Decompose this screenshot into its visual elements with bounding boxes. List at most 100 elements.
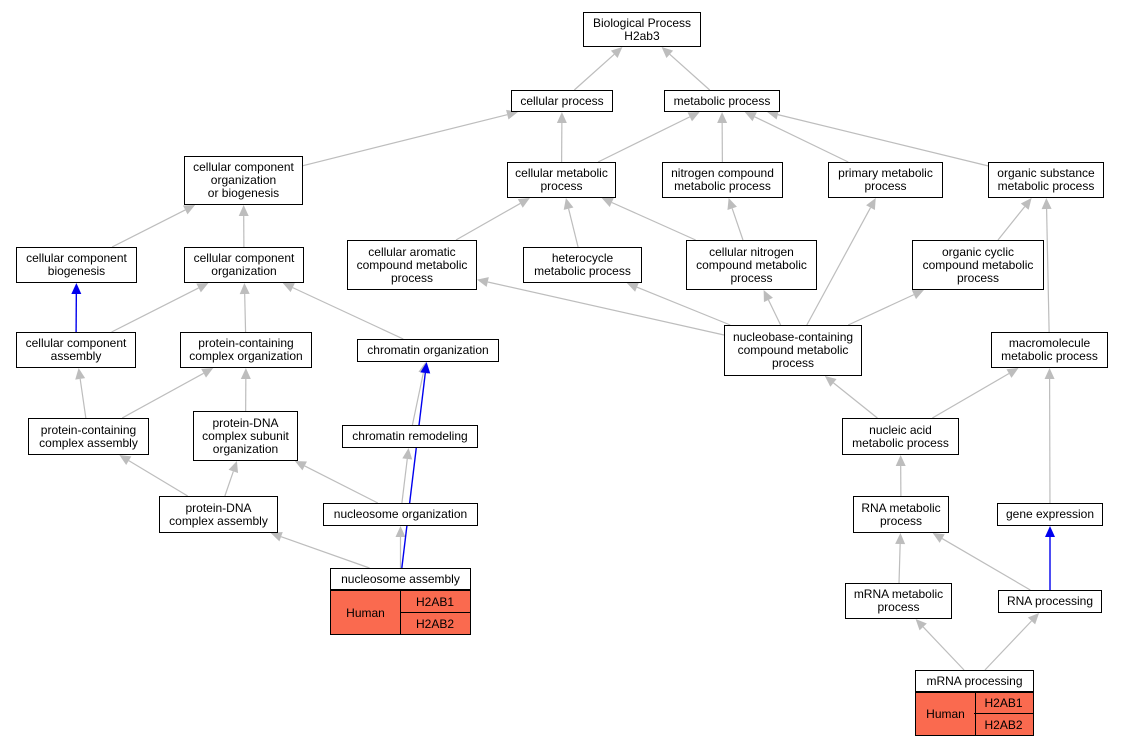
edge-line (487, 281, 725, 336)
node-cellular-aromatic-compound-metabolic-process[interactable]: cellular aromatic compound metabolic pro… (347, 240, 477, 290)
edge-line (302, 114, 508, 167)
node-cellular-process[interactable]: cellular process (511, 90, 613, 112)
node-mrna-processing[interactable]: mRNA processing (915, 670, 1034, 692)
node-nucleic-acid-metabolic-process[interactable]: nucleic acid metabolic process (842, 418, 959, 455)
edge-line (833, 382, 878, 419)
edge-arrowhead (610, 47, 623, 59)
edge-line (636, 286, 731, 326)
edge-arrowhead (687, 112, 700, 122)
gene-cell: H2AB1 (974, 693, 1033, 714)
edge-line (401, 372, 426, 569)
edge-arrowhead (420, 362, 431, 374)
node-cellular-component-biogenesis[interactable]: cellular component biogenesis (16, 247, 137, 283)
node-nucleobase-containing-compound-metabolic-process[interactable]: nucleobase-containing compound metabolic… (724, 325, 862, 376)
edge-line (1045, 208, 1050, 333)
edge-line (411, 372, 424, 426)
edge-line (997, 206, 1026, 241)
edge-line (111, 287, 199, 333)
node-rna-processing[interactable]: RNA processing (998, 590, 1102, 613)
node-gene-expression[interactable]: gene expression (997, 503, 1103, 526)
gene-cell: H2AB1 (400, 591, 470, 613)
edge-arrowhead (71, 283, 82, 295)
edge-arrowhead (911, 290, 924, 300)
node-cellular-component-assembly[interactable]: cellular component assembly (16, 332, 136, 368)
annotation-table-mrna-processing: Human H2AB1 H2AB2 (915, 692, 1034, 736)
edge-line (224, 471, 234, 497)
species-cell: Human (331, 591, 401, 634)
node-cellular-nitrogen-compound-metabolic-process[interactable]: cellular nitrogen compound metabolic pro… (686, 240, 817, 290)
edge-arrowhead (601, 197, 614, 208)
edge-line (244, 293, 247, 333)
node-macromolecule-metabolic-process[interactable]: macromolecule metabolic process (991, 332, 1108, 368)
node-biological-process[interactable]: Biological Process H2ab3 (583, 12, 701, 47)
edge-line (597, 116, 691, 163)
edge-line (401, 458, 408, 504)
node-cellular-metabolic-process[interactable]: cellular metabolic process (507, 162, 616, 198)
edge-line (731, 208, 744, 241)
node-chromatin-remodeling[interactable]: chromatin remodeling (342, 425, 478, 448)
node-protein-containing-complex-organization[interactable]: protein-containing complex organization (180, 332, 312, 368)
species-cell: Human (916, 693, 976, 735)
edge-arrowhead (517, 198, 530, 208)
edge-arrowhead (1045, 526, 1055, 537)
edge-arrowhead (915, 619, 927, 631)
edge-arrowhead (1044, 368, 1055, 380)
node-mrna-metabolic-process[interactable]: mRNA metabolic process (845, 583, 952, 619)
node-protein-containing-complex-assembly[interactable]: protein-containing complex assembly (28, 418, 149, 455)
node-nitrogen-compound-metabolic-process[interactable]: nitrogen compound metabolic process (662, 162, 783, 198)
node-organic-cyclic-compound-metabolic-process[interactable]: organic cyclic compound metabolic proces… (912, 240, 1044, 290)
node-organic-substance-metabolic-process[interactable]: organic substance metabolic process (988, 162, 1104, 198)
edge-line (984, 620, 1032, 671)
edge-arrowhead (744, 112, 757, 122)
node-protein-dna-complex-assembly[interactable]: protein-DNA complex assembly (159, 496, 278, 533)
node-rna-metabolic-process[interactable]: RNA metabolic process (853, 496, 949, 533)
node-metabolic-process[interactable]: metabolic process (664, 90, 780, 112)
node-nucleosome-organization[interactable]: nucleosome organization (323, 503, 478, 526)
node-cellular-component-organization[interactable]: cellular component organization (184, 247, 304, 283)
edge-line (806, 207, 872, 326)
edge-arrowhead (1041, 198, 1052, 210)
edge-line (79, 378, 87, 419)
annotation-table-nucleosome-assembly: Human H2AB1 H2AB2 (330, 590, 471, 635)
edge-arrowhead (763, 290, 773, 303)
edge-line (292, 287, 404, 340)
edge-arrowhead (75, 368, 86, 380)
node-primary-metabolic-process[interactable]: primary metabolic process (828, 162, 943, 198)
edge-arrowhead (556, 112, 567, 124)
edge-line (767, 299, 782, 326)
edge-line (777, 114, 989, 167)
edge-arrowhead (477, 277, 489, 287)
edge-arrowhead (119, 455, 132, 465)
edge-line (611, 201, 696, 241)
gene-cell: H2AB2 (984, 717, 1023, 732)
edge-line (669, 53, 711, 91)
edge-line (898, 543, 901, 584)
edge-arrowhead (767, 109, 779, 120)
edge-line (847, 294, 915, 326)
edge-arrowhead (626, 282, 639, 292)
edge-line (128, 460, 188, 497)
node-nucleosome-assembly[interactable]: nucleosome assembly (330, 568, 471, 590)
edge-arrowhead (895, 533, 906, 545)
edge-line (111, 209, 186, 248)
edge-arrowhead (506, 109, 518, 120)
node-protein-dna-complex-subunit-organization[interactable]: protein-DNA complex subunit organization (193, 411, 298, 461)
edge-line (121, 372, 204, 419)
node-cellular-component-organization-or-biogenesis[interactable]: cellular component organization or bioge… (184, 156, 303, 205)
edge-arrowhead (282, 283, 295, 293)
edge-arrowhead (1027, 613, 1040, 625)
edge-line (754, 116, 849, 163)
edge-arrowhead (727, 198, 737, 211)
edge-arrowhead (661, 47, 674, 59)
edge-arrowhead (238, 205, 249, 217)
edge-arrowhead (866, 198, 876, 211)
edge-arrowhead (895, 455, 906, 467)
edge-arrowhead (239, 283, 250, 295)
node-chromatin-organization[interactable]: chromatin organization (357, 339, 499, 362)
node-heterocycle-metabolic-process[interactable]: heterocycle metabolic process (523, 247, 642, 283)
edge-arrowhead (183, 205, 196, 215)
edge-line (568, 208, 579, 248)
edge-line (455, 202, 521, 241)
